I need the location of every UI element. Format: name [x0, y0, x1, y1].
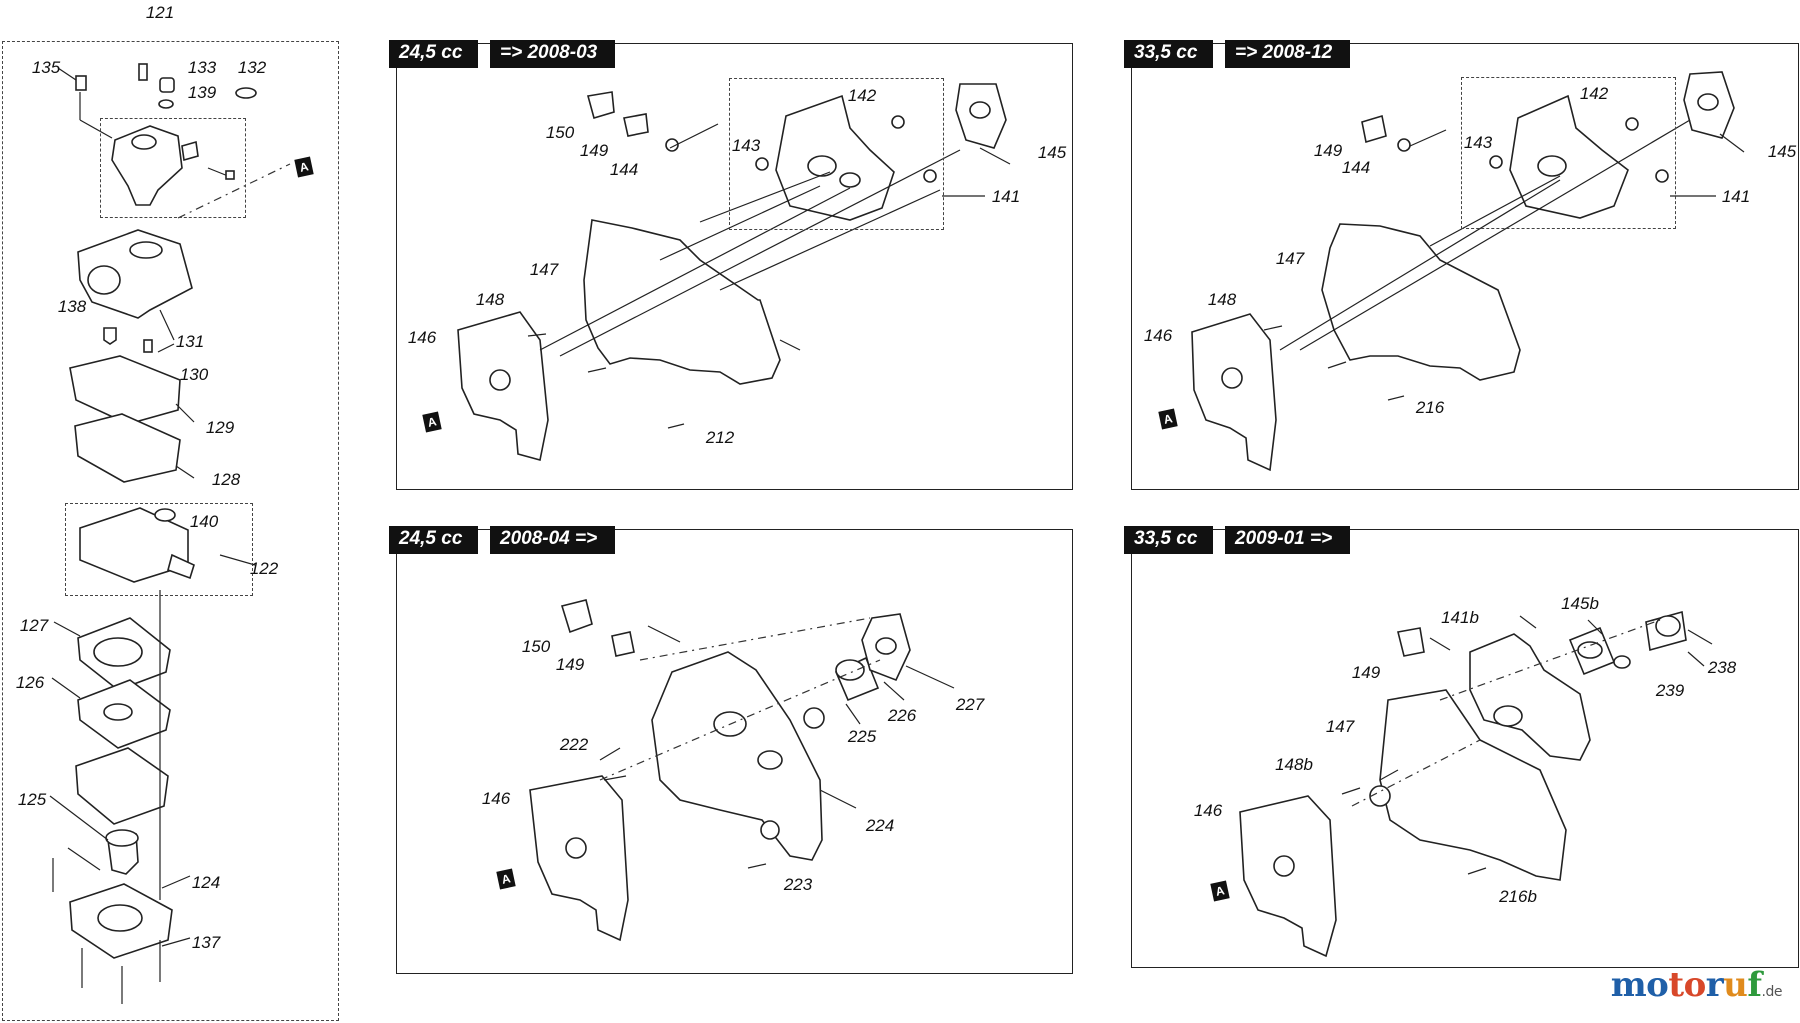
panel-3-callout-224: 224 — [865, 816, 895, 835]
panel-1-reference-mark: A — [422, 411, 442, 433]
panel-4-callout-141b: 141b — [1441, 608, 1479, 627]
callout-137: 137 — [191, 933, 221, 952]
callout-125: 125 — [17, 790, 47, 809]
panel-2-engine-tag: 33,5 cc — [1124, 40, 1213, 68]
panel-1-date-tag: => 2008-03 — [490, 40, 615, 68]
panel-4-engine-tag: 33,5 cc — [1124, 526, 1213, 554]
panel-2-callout-149: 149 — [1313, 141, 1343, 160]
callout-124: 124 — [191, 873, 221, 892]
panel-1-callout-146: 146 — [407, 328, 437, 347]
panel-1-callout-141: 141 — [991, 187, 1021, 206]
panel-3-callout-226: 226 — [887, 706, 917, 725]
panel-2-callout-142: 142 — [1579, 84, 1609, 103]
panel-3-callout-227: 227 — [955, 695, 985, 714]
callout-129: 129 — [205, 418, 235, 437]
panel-3-callout-150: 150 — [521, 637, 551, 656]
panel-3-callout-146: 146 — [481, 789, 511, 808]
panel-3-reference-mark: A — [496, 868, 516, 890]
logo-part-3: r — [1705, 965, 1724, 1005]
panel-1-callout-150: 150 — [545, 123, 575, 142]
panel-4-callout-238: 238 — [1707, 658, 1737, 677]
callout-127: 127 — [19, 616, 49, 635]
valve-subassembly-frame — [100, 118, 246, 218]
callout-132: 132 — [237, 58, 267, 77]
panel-3-callout-223: 223 — [783, 875, 813, 894]
panel-4-callout-239: 239 — [1655, 681, 1685, 700]
callout-138: 138 — [57, 297, 87, 316]
panel-1-callout-212: 212 — [705, 428, 735, 447]
panel-2-callout-143: 143 — [1463, 133, 1493, 152]
panel-1-callout-144: 144 — [609, 160, 639, 179]
panel-1-line-art — [457, 83, 1011, 461]
callout-131: 131 — [175, 332, 205, 351]
panel-4-date-tag: 2009-01 => — [1225, 526, 1350, 554]
panel-3-callout-149: 149 — [555, 655, 585, 674]
panel-1-callout-147: 147 — [529, 260, 559, 279]
panel-4-line-art — [1239, 610, 1713, 958]
panel-2-line-art — [1191, 71, 1745, 472]
panel-4-callout-149: 149 — [1351, 663, 1381, 682]
panel-4-callout-146: 146 — [1193, 801, 1223, 820]
callout-128: 128 — [211, 470, 241, 489]
callout-122: 122 — [249, 559, 279, 578]
panel-2-callout-216: 216 — [1415, 398, 1445, 417]
panel-2-reference-mark: A — [1158, 408, 1178, 430]
callout-135: 135 — [31, 58, 61, 77]
panel-2-date-tag: => 2008-12 — [1225, 40, 1350, 68]
panel-2-callout-144: 144 — [1341, 158, 1371, 177]
panel-3-callout-222: 222 — [559, 735, 589, 754]
callout-133: 133 — [187, 58, 217, 77]
panel-2-frame — [1131, 43, 1799, 490]
panel-3-line-art — [529, 599, 955, 942]
callout-130: 130 — [179, 365, 209, 384]
logo-part-4: u — [1723, 965, 1748, 1005]
panel-2-callout-148: 148 — [1207, 290, 1237, 309]
panel-2-callout-147: 147 — [1275, 249, 1305, 268]
panel-1-callout-148: 148 — [475, 290, 505, 309]
panel-1-callout-145: 145 — [1037, 143, 1067, 162]
panel-4-reference-mark: A — [1210, 880, 1230, 902]
motoruf-logo[interactable]: motoruf.de — [1610, 965, 1783, 1005]
panel-1-frame — [396, 43, 1073, 490]
panel-2-callout-141: 141 — [1721, 187, 1751, 206]
group-number-121: 121 — [145, 3, 175, 22]
panel-4-callout-147: 147 — [1325, 717, 1355, 736]
panel-3-frame — [396, 529, 1073, 974]
callout-140: 140 — [189, 512, 219, 531]
panel-1-callout-149: 149 — [579, 141, 609, 160]
logo-part-2: to — [1668, 965, 1706, 1005]
panel-4-frame — [1131, 529, 1799, 968]
logo-part-1: mo — [1610, 965, 1669, 1005]
carburetor-exploded-view — [49, 63, 291, 1004]
callout-139: 139 — [187, 83, 217, 102]
panel-2-callout-146: 146 — [1143, 326, 1173, 345]
logo-tld: .de — [1761, 984, 1783, 1000]
panel-1-callout-143: 143 — [731, 136, 761, 155]
callout-126: 126 — [15, 673, 45, 692]
panel-1-engine-tag: 24,5 cc — [389, 40, 478, 68]
panel-2-subassembly-frame — [1461, 77, 1676, 229]
panel-1-callout-142: 142 — [847, 86, 877, 105]
carburetor-group-frame — [2, 41, 339, 1021]
panel-4-callout-145b: 145b — [1561, 594, 1599, 613]
panel-2-callout-145: 145 — [1767, 142, 1797, 161]
panel-4-callout-216b: 216b — [1499, 887, 1537, 906]
panel-3-engine-tag: 24,5 cc — [389, 526, 478, 554]
panel-4-callout-148b: 148b — [1275, 755, 1313, 774]
logo-part-5: f — [1747, 965, 1762, 1005]
panel-1-subassembly-frame — [729, 78, 944, 230]
panel-3-callout-225: 225 — [847, 727, 877, 746]
reference-mark-a: A — [294, 156, 314, 178]
panel-3-date-tag: 2008-04 => — [490, 526, 615, 554]
pump-subassembly-frame — [65, 503, 253, 596]
